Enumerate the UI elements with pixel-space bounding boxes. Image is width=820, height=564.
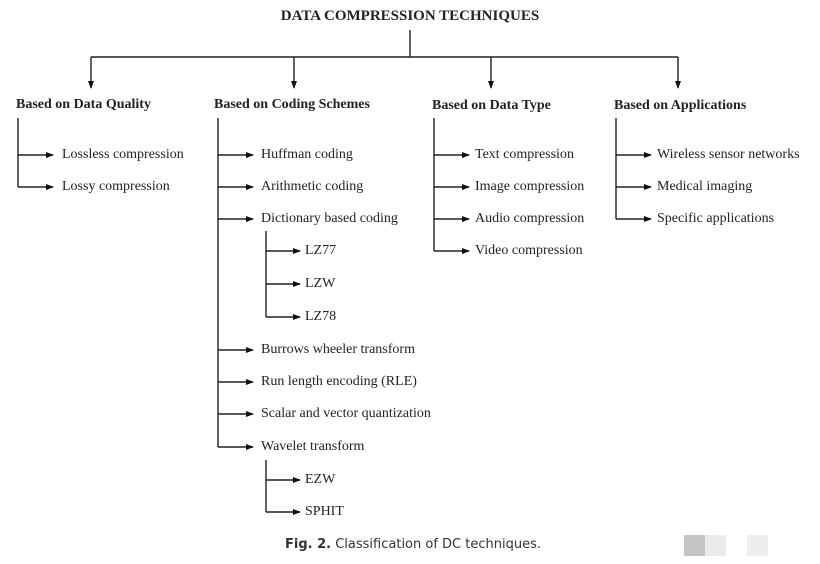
caption-text: Classification of DC techniques. [335,537,541,552]
node-subitem: LZW [305,276,336,291]
node-item: Specific applications [657,211,775,226]
node-subitem: LZ78 [305,309,337,324]
placeholder-square [705,535,726,556]
figure-caption: Fig. 2. Classification of DC techniques. [285,537,541,552]
node-item: Dictionary based coding [261,211,398,226]
node-item: Lossless compression [62,147,184,162]
node-item: Burrows wheeler transform [261,342,415,357]
node-subitem: EZW [305,472,336,487]
node-item: Medical imaging [657,179,753,194]
node-subitem: LZ77 [305,243,337,258]
header-data-type: Based on Data Type [432,98,551,113]
node-item: Run length encoding (RLE) [261,374,417,389]
caption-label: Fig. 2. [285,537,332,552]
node-item: Image compression [475,179,585,194]
placeholder-square [684,535,705,556]
placeholder-square [747,535,768,556]
node-item: Audio compression [475,211,585,226]
node-subitem: SPHIT [305,504,344,519]
header-applications: Based on Applications [614,98,747,113]
node-item: Arithmetic coding [261,179,364,194]
node-item: Scalar and vector quantization [261,406,431,421]
node-item: Huffman coding [261,147,353,162]
header-coding-schemes: Based on Coding Schemes [214,97,370,112]
diagram-title: DATA COMPRESSION TECHNIQUES [280,8,540,24]
node-item: Video compression [475,243,583,258]
header-data-quality: Based on Data Quality [16,97,151,112]
node-item: Lossy compression [62,179,170,194]
node-item: Wireless sensor networks [657,147,800,162]
node-item: Wavelet transform [261,439,365,454]
node-item: Text compression [475,147,574,162]
